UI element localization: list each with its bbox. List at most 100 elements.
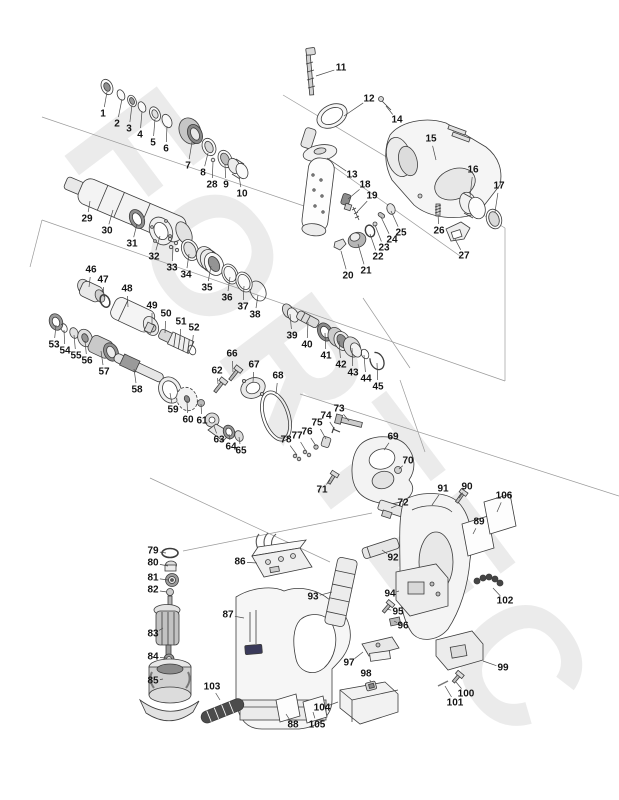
part-label-81: 81: [147, 572, 159, 584]
part-label-97: 97: [343, 657, 355, 669]
part-label-25: 25: [395, 227, 407, 239]
rear-cover-group: [324, 487, 517, 640]
part-label-12: 12: [363, 93, 375, 105]
part-label-54: 54: [59, 345, 71, 357]
part-label-106: 106: [495, 490, 513, 502]
part-label-98: 98: [360, 668, 372, 680]
part-label-22: 22: [372, 251, 384, 263]
part-label-44: 44: [360, 373, 372, 385]
part-label-86: 86: [234, 556, 246, 568]
part-label-7: 7: [185, 160, 191, 172]
part-label-2: 2: [114, 118, 120, 130]
part-label-93: 93: [307, 591, 319, 603]
part-label-28: 28: [206, 179, 218, 191]
part-label-49: 49: [146, 300, 158, 312]
part-label-5: 5: [150, 137, 156, 149]
part-label-58: 58: [131, 384, 143, 396]
part-label-100: 100: [457, 688, 475, 700]
part-label-75: 75: [311, 417, 323, 429]
part-label-61: 61: [196, 415, 208, 427]
part-label-40: 40: [301, 339, 313, 351]
part-label-63: 63: [213, 434, 225, 446]
part-label-77: 77: [291, 430, 303, 442]
part-label-89: 89: [473, 516, 485, 528]
clutch-shaft-train: [48, 313, 205, 412]
part-label-3: 3: [126, 123, 132, 135]
part-label-8: 8: [200, 167, 206, 179]
controller-group: [251, 532, 313, 578]
part-label-53: 53: [48, 339, 60, 351]
part-label-84: 84: [147, 651, 159, 663]
part-label-104: 104: [313, 702, 331, 714]
part-label-80: 80: [147, 557, 159, 569]
part-label-27: 27: [458, 250, 470, 262]
part-label-99: 99: [497, 662, 509, 674]
part-label-103: 103: [203, 681, 221, 693]
part-label-9: 9: [223, 179, 229, 191]
part-label-91: 91: [437, 483, 449, 495]
part-label-64: 64: [225, 441, 237, 453]
motor-housing-group: [200, 587, 399, 730]
side-handle-group: [300, 47, 348, 237]
part-label-43: 43: [347, 367, 359, 379]
part-label-45: 45: [372, 381, 384, 393]
part-label-90: 90: [461, 481, 473, 493]
part-label-105: 105: [308, 719, 326, 731]
part-label-10: 10: [236, 188, 248, 200]
part-label-102: 102: [496, 595, 514, 607]
part-label-46: 46: [85, 264, 97, 276]
part-label-33: 33: [166, 262, 178, 274]
part-label-68: 68: [272, 370, 284, 382]
part-label-39: 39: [286, 330, 298, 342]
motor-group: [138, 547, 200, 722]
part-label-34: 34: [180, 269, 192, 281]
part-label-67: 67: [248, 359, 260, 371]
part-label-51: 51: [175, 316, 187, 328]
part-label-41: 41: [320, 350, 332, 362]
part-label-88: 88: [287, 719, 299, 731]
part-label-92: 92: [387, 552, 399, 564]
part-label-96: 96: [397, 620, 409, 632]
part-label-94: 94: [384, 588, 396, 600]
part-label-48: 48: [121, 283, 133, 295]
part-label-21: 21: [360, 265, 372, 277]
part-label-50: 50: [160, 308, 172, 320]
part-label-13: 13: [346, 169, 358, 181]
part-label-16: 16: [467, 164, 479, 176]
part-label-14: 14: [391, 114, 403, 126]
part-label-70: 70: [402, 455, 414, 467]
part-label-37: 37: [237, 301, 249, 313]
part-label-85: 85: [147, 675, 159, 687]
part-label-60: 60: [182, 414, 194, 426]
part-label-15: 15: [425, 133, 437, 145]
part-label-52: 52: [188, 322, 200, 334]
part-label-30: 30: [101, 225, 113, 237]
chuck-ring-train: [100, 78, 249, 180]
part-label-76: 76: [301, 426, 313, 438]
part-label-72: 72: [397, 497, 409, 509]
part-label-42: 42: [335, 359, 347, 371]
part-label-31: 31: [126, 238, 138, 250]
part-label-57: 57: [98, 366, 110, 378]
part-label-36: 36: [221, 292, 233, 304]
mode-change-parts: [333, 193, 471, 251]
part-label-23: 23: [378, 242, 390, 254]
part-label-71: 71: [316, 484, 328, 496]
part-label-101: 101: [446, 697, 464, 709]
part-label-56: 56: [81, 355, 93, 367]
part-label-65: 65: [235, 445, 247, 457]
part-label-59: 59: [167, 404, 179, 416]
part-label-79: 79: [147, 545, 159, 557]
part-label-17: 17: [493, 180, 505, 192]
part-label-11: 11: [335, 62, 347, 74]
part-label-47: 47: [97, 274, 109, 286]
part-label-78: 78: [280, 434, 292, 446]
part-label-73: 73: [333, 403, 345, 415]
part-label-87: 87: [222, 609, 234, 621]
part-label-38: 38: [249, 309, 261, 321]
part-label-1: 1: [100, 108, 106, 120]
part-label-24: 24: [386, 234, 398, 246]
part-label-32: 32: [148, 251, 160, 263]
